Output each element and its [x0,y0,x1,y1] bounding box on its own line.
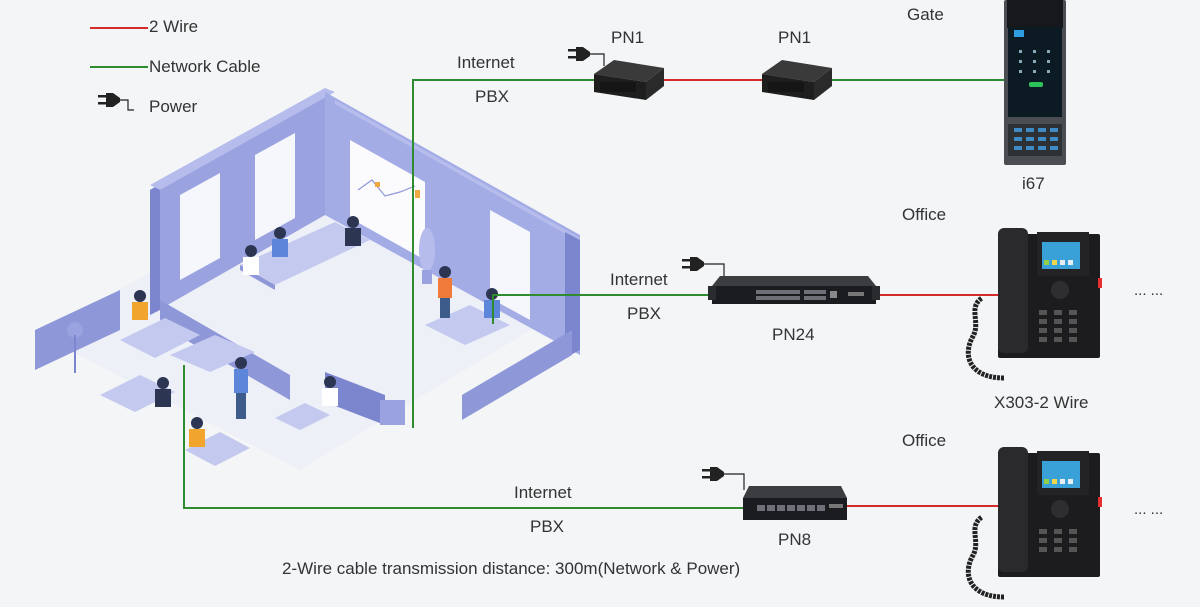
office2-destination-label: Office [902,431,947,450]
i67-device-label: i67 [1022,174,1045,193]
pn8-label: PN8 [778,530,812,549]
plug-icon [98,93,134,111]
plug-icon [568,47,605,66]
pn1-left-label: PN1 [611,28,645,47]
two-wire-pn24-to-phone [878,294,998,296]
i67-door-phone-device [1004,0,1066,165]
x303-ip-phone-device [965,447,1102,600]
office-illustration [35,88,580,470]
two-wire-pn1-link [662,79,764,81]
legend-network-cable-swatch [90,66,148,68]
two-wire-pn8-to-phone [845,505,1000,507]
legend-network-cable-label: Network Cable [149,57,261,76]
gate-pbx-label: PBX [475,87,510,106]
pn24-label: PN24 [772,325,815,344]
pn8-switch-device [743,486,847,520]
office2-internet-label: Internet [514,483,572,502]
legend-two-wire-swatch [90,27,148,29]
legend-power-label: Power [149,97,198,116]
office2-pbx-label: PBX [530,517,565,536]
gate-destination-label: Gate [907,5,944,24]
x303-ip-phone-device [965,228,1102,381]
pn1-adapter-device [594,60,664,100]
transmission-distance-note: 2-Wire cable transmission distance: 300m… [282,559,741,578]
office2-more-devices: ... ... [1134,501,1164,518]
pn1-adapter-device [762,60,832,100]
network-cable-pn1-to-gate [830,79,1004,81]
network-cable-office1 [492,294,715,296]
people-figures [132,216,500,447]
network-cable-office1-drop [492,294,494,324]
legend-two-wire-label: 2 Wire [149,17,199,36]
office1-pbx-label: PBX [627,304,662,323]
plug-icon [682,257,725,280]
pn24-switch-device [708,276,880,304]
pn1-right-label: PN1 [778,28,812,47]
x303-device-label: X303-2 Wire [994,393,1089,412]
office1-destination-label: Office [902,205,947,224]
plug-icon [702,467,745,490]
gate-internet-label: Internet [457,53,515,72]
office1-more-devices: ... ... [1134,282,1164,299]
office1-internet-label: Internet [610,270,668,289]
